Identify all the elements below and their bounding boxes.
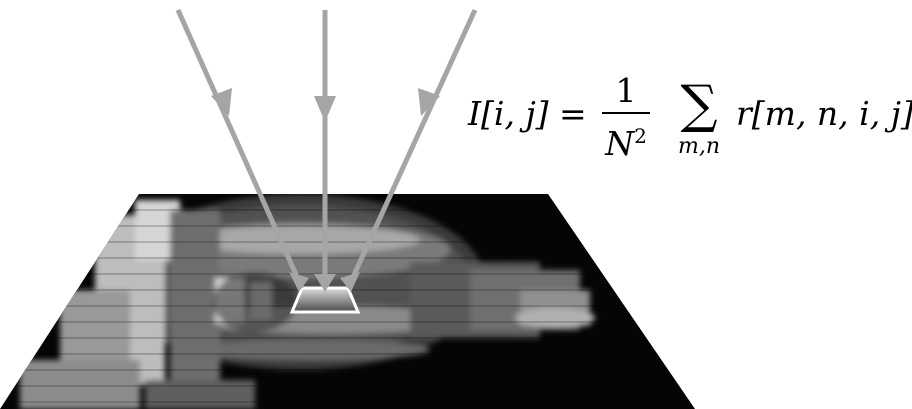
ray-center-arrowhead [314,96,336,122]
formula-fraction: 1 N2 [602,74,650,163]
formula-denominator: N2 [602,117,650,163]
formula-lhs: I[i, j] = [468,94,587,133]
image-plane [0,194,912,409]
formula-denominator-exponent: 2 [634,124,647,148]
radiance-formula: I[i, j] = 1 N2 ∑ m,n r[m, n, i, j] [468,74,908,184]
formula-sum-subscript: m,n [668,134,730,160]
formula-sum-symbol: ∑ [668,76,730,134]
formula-fraction-bar [602,112,650,114]
formula-summation: ∑ m,n [668,76,730,160]
formula-denominator-base: N [605,124,634,163]
formula-summand: r[m, n, i, j] [736,94,912,133]
formula-numerator: 1 [602,74,650,108]
